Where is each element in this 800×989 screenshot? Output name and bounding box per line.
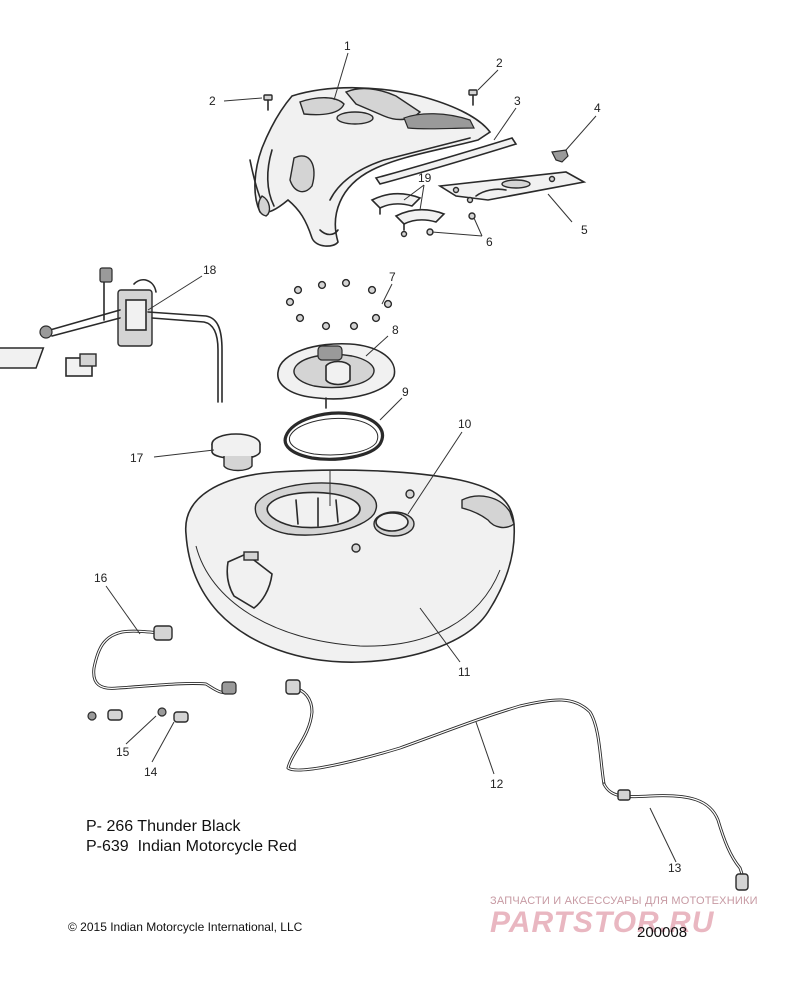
flange-gasket <box>283 411 384 461</box>
callout-2-right: 2 <box>496 56 503 70</box>
console-cover <box>249 86 492 247</box>
fuel-line-end <box>602 782 749 891</box>
variant-1-name: Thunder Black <box>137 818 241 835</box>
screw-right <box>468 89 478 106</box>
watermark-logo: PARTSTOR.RU <box>490 906 715 939</box>
callout-4: 4 <box>594 101 601 115</box>
callout-5: 5 <box>581 223 588 237</box>
callout-7: 7 <box>389 270 396 284</box>
screw-left <box>263 94 273 111</box>
fuel-tank <box>185 469 516 663</box>
fuel-line <box>285 679 606 786</box>
variant-2: P-639 Indian Motorcycle Red <box>86 838 297 856</box>
leader-lines <box>105 52 677 863</box>
callout-labels: 1 2 2 3 4 5 6 7 8 9 10 11 12 13 14 15 16… <box>94 39 682 875</box>
callout-12: 12 <box>490 777 504 791</box>
callout-17: 17 <box>130 451 144 465</box>
callout-11: 11 <box>458 665 471 679</box>
callout-1: 1 <box>344 39 351 53</box>
fuel-pump-assembly <box>0 267 223 403</box>
callout-3: 3 <box>514 94 521 108</box>
vent-hose <box>92 625 237 695</box>
callout-13: 13 <box>668 861 682 875</box>
bracket-plate <box>437 171 587 201</box>
callout-2-left: 2 <box>209 94 216 108</box>
drawing-number: 200008 <box>637 924 688 941</box>
callout-14: 14 <box>144 765 158 779</box>
pump-flange <box>277 342 396 409</box>
variant-2-code: P-639 <box>86 838 129 855</box>
trim-strip <box>374 137 518 185</box>
small-brackets <box>370 192 446 231</box>
hose-fittings <box>87 707 189 723</box>
mounting-nuts <box>285 278 393 331</box>
callout-8: 8 <box>392 323 399 337</box>
callout-16: 16 <box>94 571 108 585</box>
callout-18: 18 <box>203 263 217 277</box>
variant-2-name: Indian Motorcycle Red <box>137 838 297 855</box>
variant-1: P- 266 Thunder Black <box>86 818 240 836</box>
clip <box>551 149 569 163</box>
variant-1-code: P- 266 <box>86 818 134 835</box>
watermark-caption: ЗАПЧАСТИ И АКСЕССУАРЫ ДЛЯ МОТОТЕХНИКИ <box>490 895 758 907</box>
callout-6: 6 <box>486 235 493 249</box>
callout-15: 15 <box>116 745 130 759</box>
copyright-notice: © 2015 Indian Motorcycle International, … <box>68 920 303 934</box>
callout-9: 9 <box>402 385 409 399</box>
callout-10: 10 <box>458 417 472 431</box>
callout-19: 19 <box>418 171 432 185</box>
